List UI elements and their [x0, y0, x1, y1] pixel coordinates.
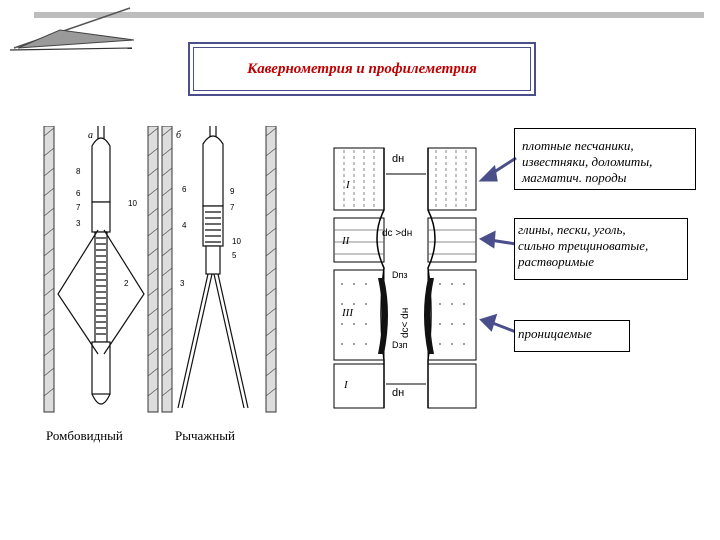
part-number: 10 — [128, 199, 137, 208]
panel-a-label: а — [88, 130, 93, 141]
arrow-permeable — [489, 320, 517, 334]
note-permeable: проницаемые — [518, 326, 592, 342]
header-decor-lines — [9, 7, 135, 51]
note-line: глины, пески, уголь, — [518, 222, 626, 237]
arrow-head — [478, 164, 498, 182]
note-line: сильно трещиноватые, — [518, 238, 649, 253]
part-number: 10 — [232, 237, 241, 246]
dn-top-label: dн — [392, 153, 404, 165]
zone-label: III — [341, 307, 354, 319]
title-frame-inner: Кавернометрия и профилеметрия — [193, 47, 531, 91]
part-number: 6 — [76, 189, 81, 198]
page-title: Кавернометрия и профилеметрия — [247, 60, 477, 77]
arrow-head — [478, 230, 496, 249]
part-number: 8 — [76, 167, 81, 176]
zone-label: I — [345, 179, 351, 191]
zone-label: II — [341, 235, 351, 247]
note-dense-rocks: плотные песчаники, известняки, доломиты,… — [522, 138, 653, 186]
part-number: 7 — [230, 203, 235, 212]
part-number: 6 — [182, 185, 187, 194]
pointer-arrows — [478, 156, 517, 334]
dc-gt-dn-label: dc >dн — [382, 228, 412, 239]
caption-lever: Рычажный — [175, 428, 235, 443]
zone-label: I — [343, 379, 349, 391]
note-line: плотные песчаники, — [522, 138, 634, 153]
note-line: магматич. породы — [522, 170, 627, 185]
borehole-walls — [43, 126, 277, 413]
arrow-head — [479, 313, 498, 332]
dpz-label: Dпз — [392, 270, 408, 280]
borehole-section-figure: I II III I dн dc >dн Dпз Dзп dн dc< dн — [333, 147, 477, 409]
part-number: 2 — [124, 279, 129, 288]
part-number: 9 — [230, 187, 235, 196]
note-line: растворимые — [518, 254, 595, 269]
note-dense-frame — [514, 128, 696, 190]
caption-rhomboid: Ромбовидный — [46, 428, 123, 443]
part-number: 3 — [180, 279, 185, 288]
dn-bottom-label: dн — [392, 387, 404, 399]
part-number: 4 — [182, 221, 187, 230]
dzp-label: Dзп — [392, 340, 408, 350]
rhomboid-tool — [57, 126, 145, 405]
panel-b-label: б — [176, 130, 182, 141]
caliper-tools-figure: а 8 6 7 10 3 2 б 6 9 7 4 10 5 3 — [43, 126, 277, 413]
header-decor-bar — [34, 12, 704, 18]
title-frame: Кавернометрия и профилеметрия — [188, 42, 536, 96]
part-number: 7 — [76, 203, 81, 212]
note-line: известняки, доломиты, — [522, 154, 653, 169]
part-number: 5 — [232, 251, 237, 260]
dc-lt-dn-label: dc< dн — [400, 308, 411, 338]
note-clays: глины, пески, уголь, сильно трещиноватые… — [518, 222, 649, 270]
part-number: 3 — [76, 219, 81, 228]
lever-tool — [177, 126, 249, 409]
